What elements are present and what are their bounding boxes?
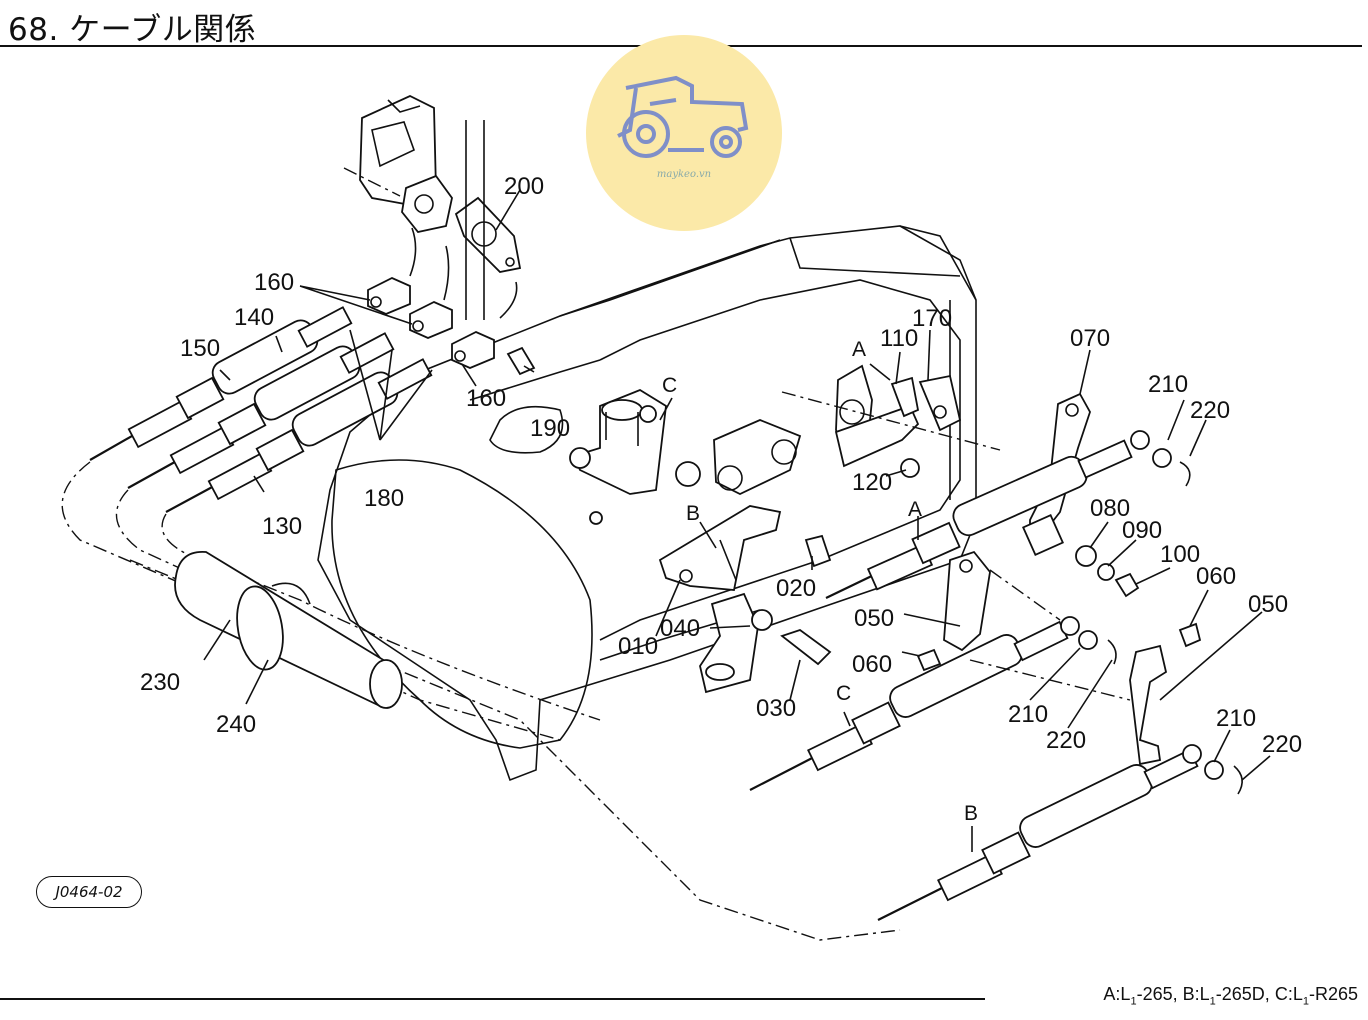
right-assembly	[749, 392, 1243, 921]
center-bracket	[569, 388, 832, 694]
bracket-a	[781, 364, 1001, 478]
part-label-220-top: 220	[1190, 397, 1230, 424]
part-label-210-top: 210	[1148, 371, 1188, 398]
footnote-b-model: -265D,	[1215, 984, 1270, 1004]
footnote-c-prefix: C:L	[1274, 984, 1303, 1004]
variant-mark-a-upper: A	[852, 338, 866, 361]
footnote-c-sub: 1	[1302, 995, 1309, 1008]
part-label-160-bottom: 160	[466, 385, 506, 412]
variant-mark-b-upper: B	[686, 502, 700, 525]
part-label-200: 200	[504, 173, 544, 200]
part-label-060-left: 060	[852, 651, 892, 678]
variant-mark-c-upper: C	[662, 374, 677, 397]
diagram-code-badge: J0464-02	[36, 876, 142, 908]
part-label-240: 240	[216, 711, 256, 738]
part-label-110: 110	[880, 325, 918, 352]
part-label-160-top: 160	[254, 269, 294, 296]
part-label-220-mid: 220	[1046, 727, 1086, 754]
model-footnote: A:L1-265, B:L1-265D, C:L1-R265	[1103, 984, 1358, 1008]
variant-mark-b-lower: B	[964, 802, 978, 825]
grip-cover	[174, 551, 403, 709]
part-label-050-left: 050	[854, 605, 894, 632]
left-cables	[61, 306, 901, 941]
part-label-030: 030	[756, 695, 796, 722]
part-label-050-right: 050	[1248, 591, 1288, 618]
footnote-c-model: -R265	[1308, 984, 1358, 1004]
part-labels: 200 160 140 150 160 190 180 130 230 240 …	[140, 173, 1302, 825]
upper-lever-assembly	[343, 95, 522, 320]
watermark-logo: maykeo.vn	[586, 35, 782, 231]
part-label-150: 150	[180, 335, 220, 362]
part-label-220-bottom: 220	[1262, 731, 1302, 758]
footnote-b-prefix: B:L	[1182, 984, 1210, 1004]
footer-rule	[0, 998, 985, 1000]
footnote-a-prefix: A:L	[1103, 984, 1131, 1004]
page-title: 68. ケーブル関係	[8, 12, 257, 48]
part-label-210-mid: 210	[1008, 701, 1048, 728]
part-label-130: 130	[262, 513, 302, 540]
footnote-a-model: -265,	[1136, 984, 1178, 1004]
part-label-020: 020	[776, 575, 816, 602]
watermark-text: maykeo.vn	[657, 169, 711, 180]
part-label-190: 190	[530, 415, 570, 442]
part-label-010: 010	[618, 633, 658, 660]
clevis-brackets	[367, 277, 536, 376]
part-label-070: 070	[1070, 325, 1110, 352]
part-label-120: 120	[852, 469, 892, 496]
leader-lines	[203, 189, 1271, 852]
part-label-100: 100	[1160, 541, 1200, 568]
part-label-090: 090	[1122, 517, 1162, 544]
footnote-b-sub: 1	[1209, 995, 1216, 1008]
variant-mark-c-lower: C	[836, 682, 851, 705]
part-label-140: 140	[234, 304, 274, 331]
part-label-060-right: 060	[1196, 563, 1236, 590]
part-label-040: 040	[660, 615, 700, 642]
part-label-180: 180	[364, 485, 404, 512]
part-label-230: 230	[140, 669, 180, 696]
part-label-080: 080	[1090, 495, 1130, 522]
tractor-icon	[617, 75, 749, 158]
variant-mark-a-lower: A	[908, 498, 922, 521]
transmission-case	[317, 225, 977, 782]
part-label-210-bottom: 210	[1216, 705, 1256, 732]
part-label-170: 170	[912, 305, 952, 332]
footnote-a-sub: 1	[1130, 995, 1137, 1008]
